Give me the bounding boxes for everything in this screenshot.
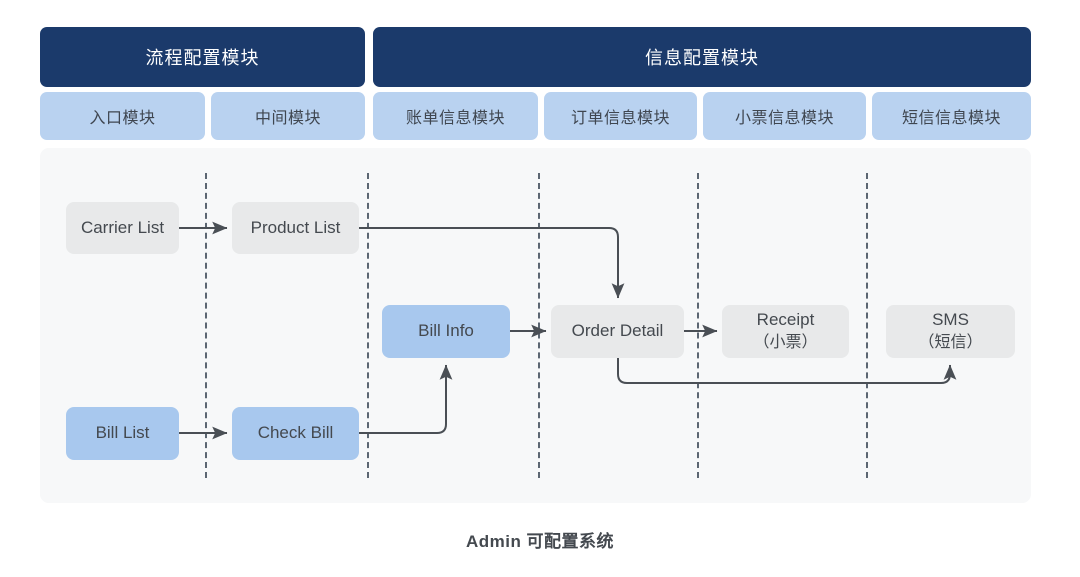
column-header-label: 入口模块 xyxy=(89,110,156,127)
node-order-detail[interactable]: Order Detail xyxy=(551,305,684,358)
column-header-3[interactable]: 订单信息模块 xyxy=(544,92,697,140)
node-sublabel: （短信） xyxy=(918,334,983,352)
column-header-label: 订单信息模块 xyxy=(570,110,670,127)
column-divider-1 xyxy=(367,173,369,478)
column-header-0[interactable]: 入口模块 xyxy=(40,92,205,140)
column-header-label: 中间模块 xyxy=(254,110,321,127)
node-bill-list[interactable]: Bill List xyxy=(66,407,179,460)
group-header-1[interactable]: 信息配置模块 xyxy=(373,27,1031,87)
node-label: Bill List xyxy=(95,423,150,443)
diagram-caption: Admin 可配置系统 xyxy=(465,532,615,551)
node-label: Order Detail xyxy=(571,321,664,341)
node-label: Check Bill xyxy=(257,423,334,443)
node-check-bill[interactable]: Check Bill xyxy=(232,407,359,460)
node-label: Carrier List xyxy=(80,217,165,237)
column-divider-0 xyxy=(205,173,207,478)
node-label: Bill Info xyxy=(418,321,474,341)
column-header-label: 账单信息模块 xyxy=(405,110,505,127)
column-header-2[interactable]: 账单信息模块 xyxy=(373,92,538,140)
node-label: Receipt xyxy=(756,310,815,330)
column-divider-3 xyxy=(697,173,699,478)
column-divider-4 xyxy=(866,173,868,478)
node-bill-info[interactable]: Bill Info xyxy=(382,305,510,358)
column-header-label: 小票信息模块 xyxy=(734,110,834,127)
column-header-4[interactable]: 小票信息模块 xyxy=(703,92,866,140)
node-carrier-list[interactable]: Carrier List xyxy=(66,202,179,254)
column-divider-2 xyxy=(538,173,540,478)
node-receipt[interactable]: Receipt （小票） xyxy=(722,305,849,358)
group-header-label: 流程配置模块 xyxy=(145,48,260,68)
diagram-body-panel xyxy=(40,148,1031,503)
column-header-1[interactable]: 中间模块 xyxy=(211,92,365,140)
node-label: Product List xyxy=(250,217,341,237)
column-header-label: 短信信息模块 xyxy=(901,110,1001,127)
group-header-label: 信息配置模块 xyxy=(645,48,759,68)
column-header-5[interactable]: 短信信息模块 xyxy=(872,92,1031,140)
node-label: SMS xyxy=(932,310,969,330)
node-product-list[interactable]: Product List xyxy=(232,202,359,254)
node-sms[interactable]: SMS （短信） xyxy=(886,305,1015,358)
group-header-0[interactable]: 流程配置模块 xyxy=(40,27,365,87)
node-sublabel: （小票） xyxy=(753,334,818,352)
